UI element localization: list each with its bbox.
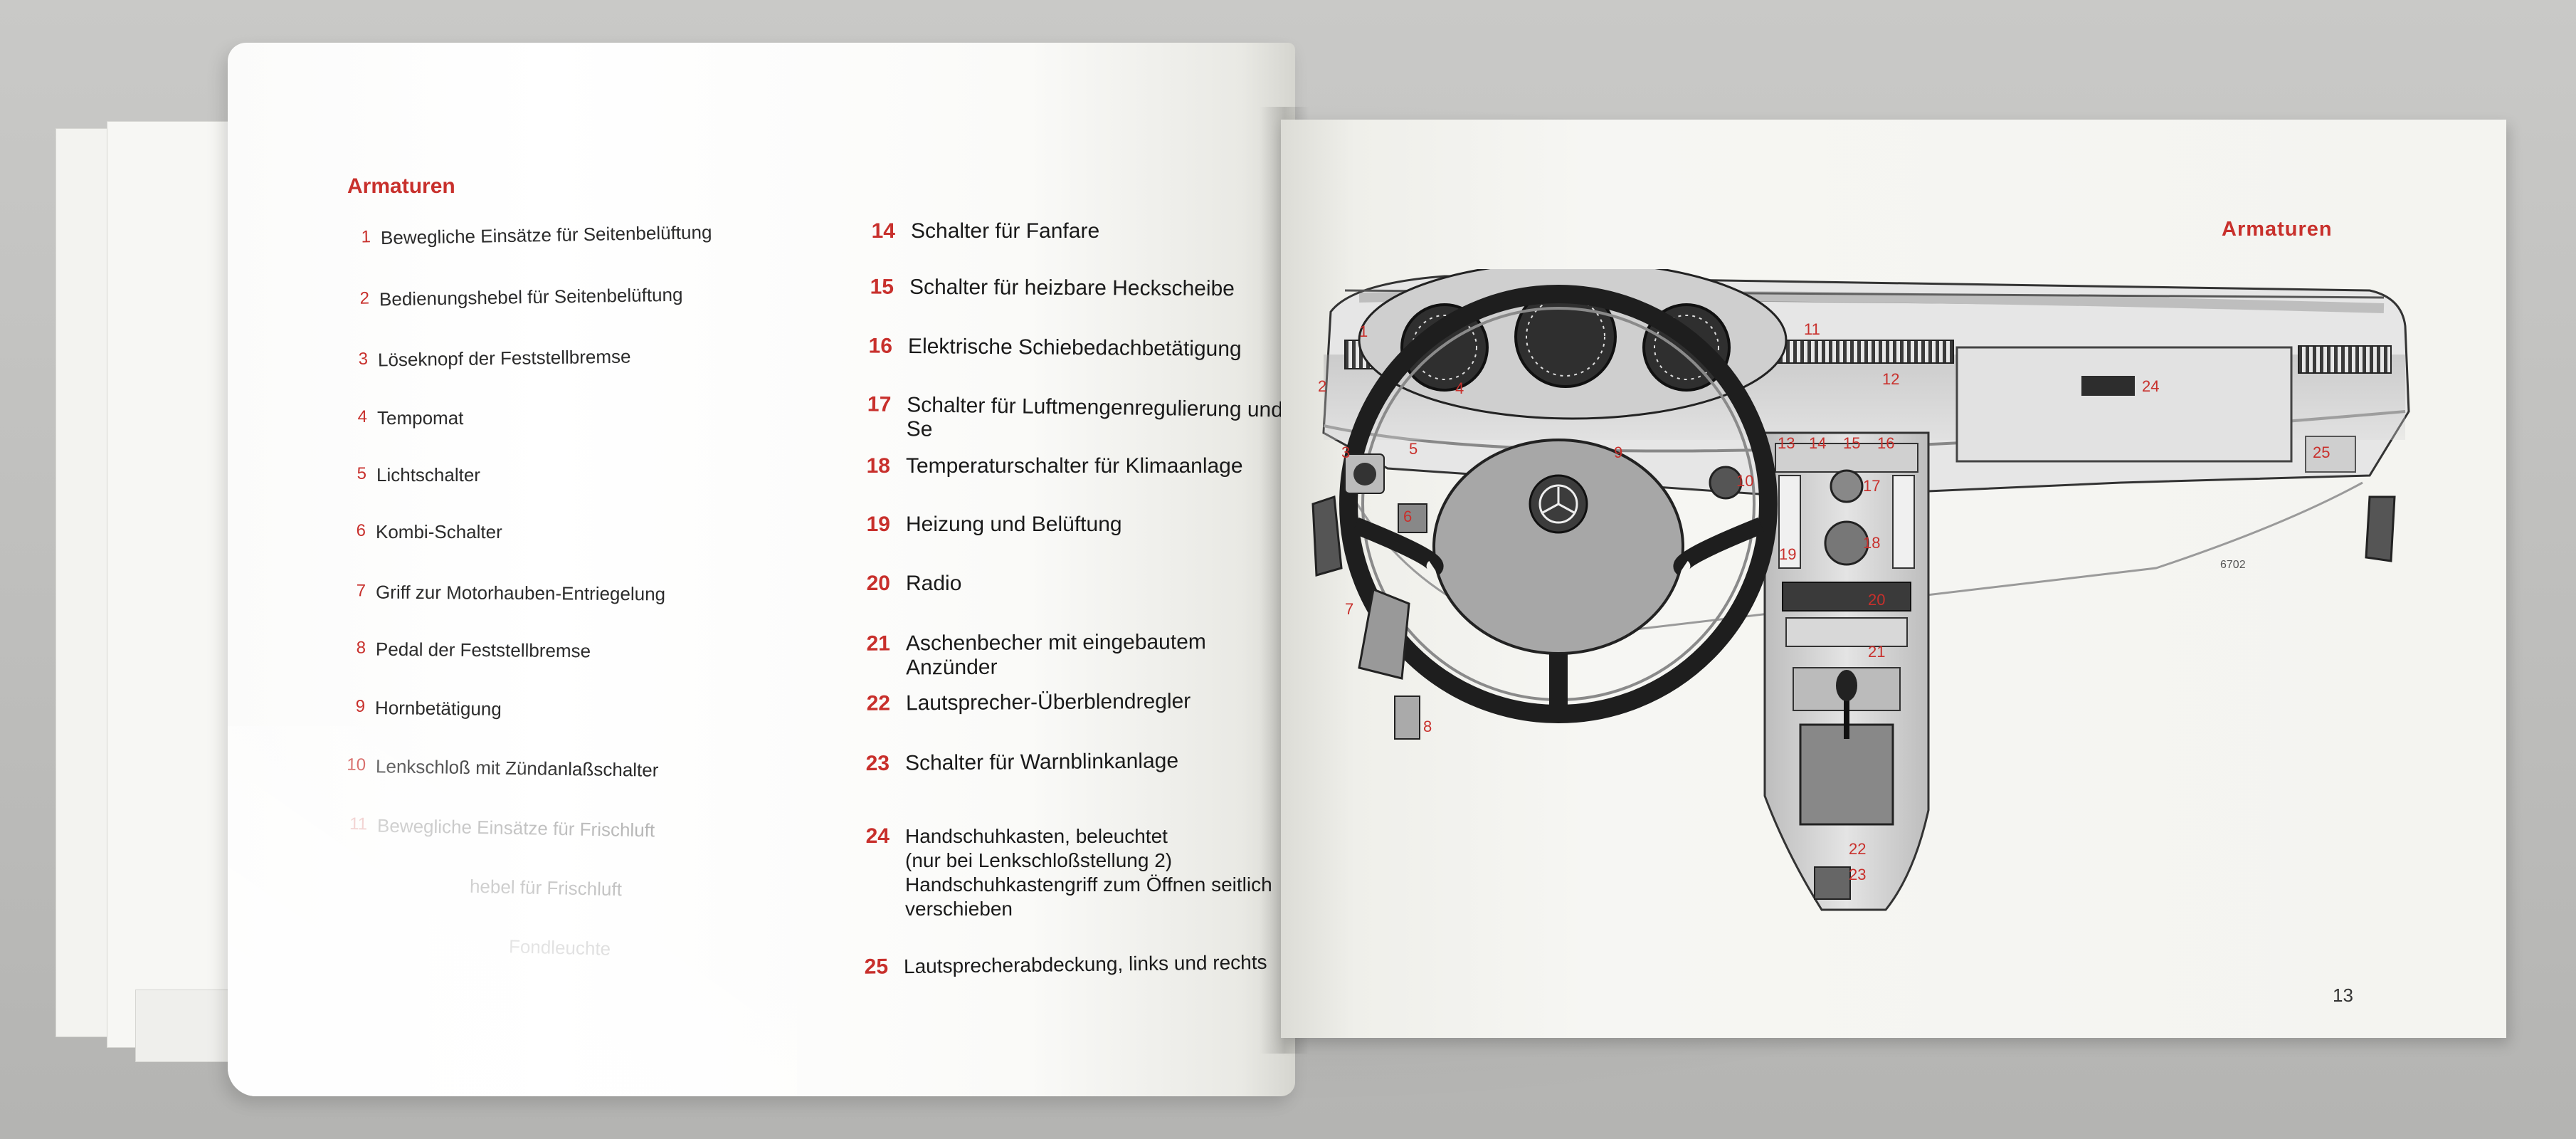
legend-item: 22 Lautsprecher-Überblendregler bbox=[866, 689, 1191, 715]
page-light-glare bbox=[228, 726, 797, 1096]
callout-label: 9 bbox=[1614, 443, 1622, 461]
callout-label: 23 bbox=[1849, 866, 1866, 883]
legend-item: 25 Lautsprecherabdeckung, links und rech… bbox=[864, 950, 1267, 979]
callout-label: 18 bbox=[1863, 534, 1880, 552]
right-page-heading: Armaturen bbox=[2222, 218, 2333, 241]
legend-item: 9 Hornbetätigung bbox=[355, 696, 502, 720]
legend-item: 23 Schalter für Warnblinkanlage bbox=[865, 749, 1179, 776]
legend-item: 18 Temperaturschalter für Klimaanlage bbox=[866, 454, 1243, 478]
callout-label: 11 bbox=[1804, 320, 1820, 338]
left-page: Armaturen 1 Bewegliche Einsätze für Seit… bbox=[228, 43, 1295, 1096]
callout-label: 6 bbox=[1403, 508, 1412, 525]
callout-label: 24 bbox=[2142, 377, 2159, 395]
dashboard-illustration: 1 2 3 4 5 6 7 8 9 10 11 12 13 14 15 16 1… bbox=[1311, 269, 2410, 911]
legend-item: 24 Handschuhkasten, beleuchtet (nur bei … bbox=[865, 824, 1272, 920]
callout-label: 21 bbox=[1868, 643, 1885, 661]
legend-item: 15 Schalter für heizbare Heckscheibe bbox=[870, 275, 1235, 301]
right-page: Armaturen bbox=[1281, 120, 2506, 1038]
legend-item: 19 Heizung und Belüftung bbox=[866, 513, 1122, 536]
callout-label: 8 bbox=[1423, 718, 1432, 735]
legend-item: 20 Radio bbox=[866, 572, 962, 595]
callout-label: 16 bbox=[1877, 434, 1894, 452]
legend-item: 8 Pedal der Feststellbremse bbox=[356, 638, 591, 662]
legend-item: 16 Elektrische Schiebedachbetätigung bbox=[868, 334, 1242, 362]
legend-item: 17 Schalter für Luftmengenregulierung un… bbox=[867, 392, 1284, 441]
figure-code: 6702 bbox=[2220, 559, 2246, 571]
legend-item: 6 Kombi-Schalter bbox=[356, 521, 502, 542]
callout-label: 2 bbox=[1318, 377, 1326, 395]
legend-item: 21 Aschenbecher mit eingebautem Anzünder bbox=[866, 630, 1206, 680]
callout-label: 19 bbox=[1779, 545, 1796, 563]
page-number: 13 bbox=[2333, 985, 2353, 1006]
callout-label: 10 bbox=[1736, 472, 1753, 490]
callout-label: 17 bbox=[1863, 477, 1880, 495]
callout-label: 20 bbox=[1868, 591, 1885, 609]
legend-item: 11 Bewegliche Einsätze für Frischluft bbox=[349, 814, 655, 841]
callout-label: 5 bbox=[1409, 440, 1418, 458]
legend-item: 1 Bewegliche Einsätze für Seitenbelüftun… bbox=[361, 221, 712, 249]
legend-item: 10 Lenkschloß mit Zündanlaßschalter bbox=[347, 755, 659, 781]
callout-label: 14 bbox=[1809, 434, 1826, 452]
callout-label: 15 bbox=[1843, 434, 1860, 452]
callout-label: 3 bbox=[1341, 443, 1350, 461]
legend-item: 2 Bedienungshebel für Seitenbelüftung bbox=[359, 283, 683, 310]
legend-item: 14 Schalter für Fanfare bbox=[871, 219, 1100, 243]
left-page-heading: Armaturen bbox=[347, 174, 455, 198]
legend-item: 4 Tempomat bbox=[357, 407, 464, 429]
callout-label: 13 bbox=[1778, 434, 1795, 452]
callout-label: 25 bbox=[2313, 443, 2330, 461]
callout-label: 12 bbox=[1882, 370, 1899, 388]
callout-labels: 1 2 3 4 5 6 7 8 9 10 11 12 13 14 15 16 1… bbox=[1318, 320, 2330, 883]
callout-label: 22 bbox=[1849, 840, 1866, 858]
legend-item: 5 Lichtschalter bbox=[357, 464, 480, 485]
callout-label: 7 bbox=[1345, 600, 1353, 618]
legend-item: hebel für Frischluft bbox=[469, 875, 623, 901]
legend-item: 3 Löseknopf der Feststellbremse bbox=[358, 345, 631, 371]
legend-item: 7 Griff zur Motorhauben-Entriegelung bbox=[356, 581, 666, 605]
callout-label: 1 bbox=[1359, 322, 1368, 340]
callout-label: 4 bbox=[1455, 379, 1464, 397]
legend-item: Fondleuchte bbox=[508, 935, 611, 960]
